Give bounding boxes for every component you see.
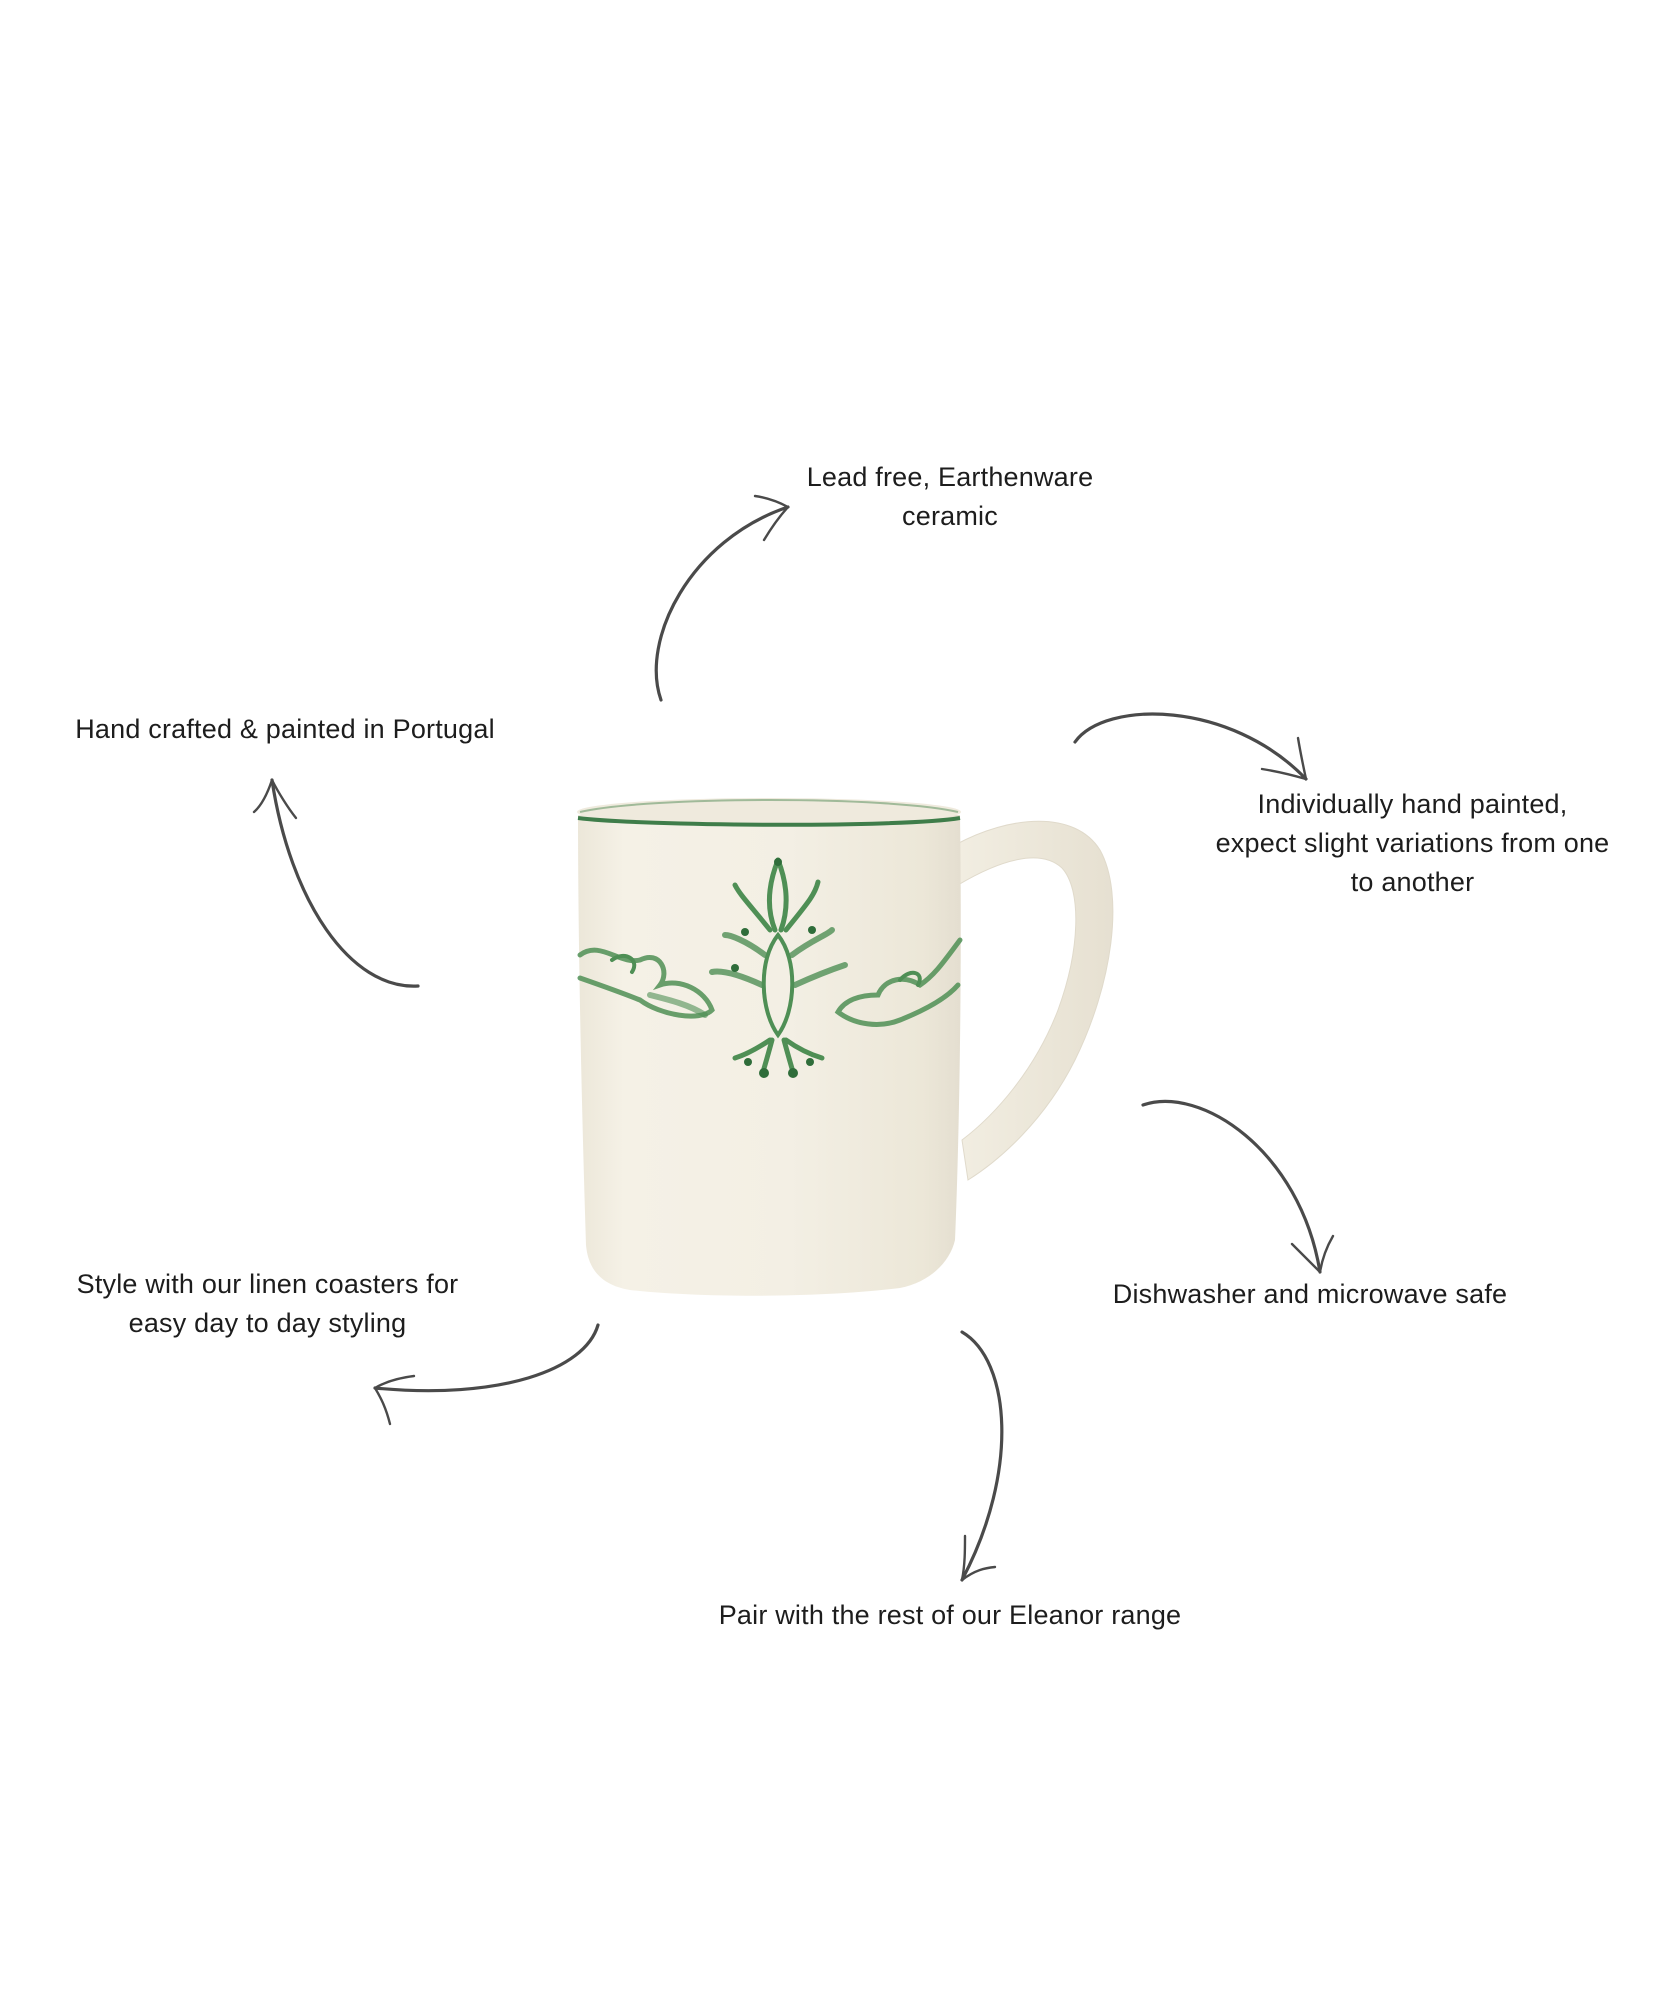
arrow-to-coasters-icon (373, 1323, 600, 1426)
arrow-to-dishwasher-icon (1141, 1099, 1335, 1274)
arrow-to-lead-free-icon (654, 494, 790, 702)
feature-line: Lead free, Earthenware (806, 462, 1094, 492)
feature-line: Hand crafted & painted in Portugal (75, 714, 495, 744)
mug-pattern (577, 857, 963, 1078)
feature-lead-free: Lead free, Earthenware ceramic (780, 458, 1120, 536)
arrow-to-eleanor-icon (960, 1330, 1004, 1582)
feature-eleanor: Pair with the rest of our Eleanor range (690, 1596, 1210, 1635)
feature-coasters: Style with our linen coasters for easy d… (45, 1265, 490, 1343)
feature-line: ceramic (902, 501, 998, 531)
mug-handle (954, 820, 1114, 1181)
arrow-to-hand-crafted-icon (252, 778, 420, 988)
feature-line: to another (1350, 867, 1475, 897)
feature-line: Dishwasher and microwave safe (1112, 1279, 1508, 1309)
feature-line: easy day to day styling (128, 1308, 407, 1338)
feature-line: Pair with the rest of our Eleanor range (718, 1600, 1182, 1630)
feature-line: expect slight variations from one (1215, 828, 1610, 858)
feature-hand-painted: Individually hand painted, expect slight… (1190, 785, 1635, 902)
feature-line: Individually hand painted, (1257, 789, 1568, 819)
arrow-to-hand-painted-icon (1073, 712, 1308, 781)
feature-line: Style with our linen coasters for (76, 1269, 459, 1299)
feature-dishwasher: Dishwasher and microwave safe (1090, 1275, 1530, 1314)
feature-hand-crafted: Hand crafted & painted in Portugal (40, 710, 530, 749)
